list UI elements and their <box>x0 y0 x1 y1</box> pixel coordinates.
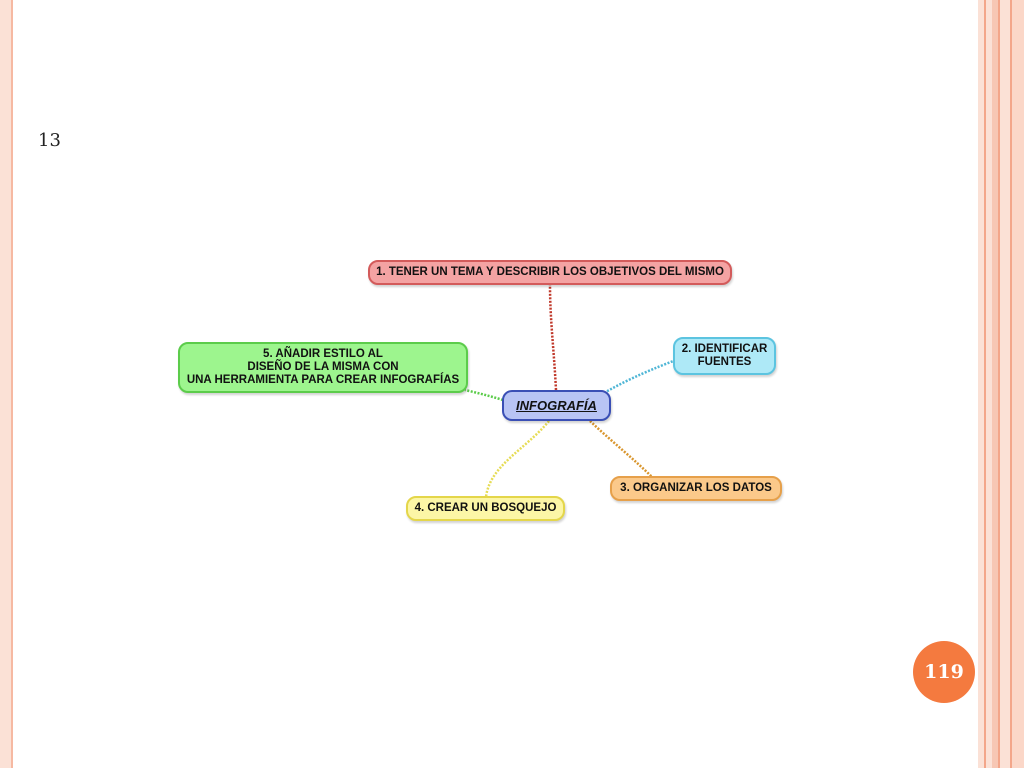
node-anadir-estilo-line-1: 5. AÑADIR ESTILO AL <box>263 348 383 360</box>
node-anadir-estilo-line-2: DISEÑO DE LA MISMA CON <box>247 361 399 373</box>
frame-right-stripe <box>992 0 998 768</box>
frame-right-stripe <box>986 0 992 768</box>
frame-left-stripe <box>0 0 12 768</box>
frame-right-line <box>984 0 986 768</box>
link-n2 <box>603 358 677 395</box>
frame-right-line <box>1010 0 1012 768</box>
frame-right-stripe <box>978 0 984 768</box>
frame-right-stripe <box>1012 0 1024 768</box>
frame-right-stripe <box>1000 0 1010 768</box>
frame-right-line <box>998 0 1000 768</box>
slide-number: 13 <box>38 130 61 151</box>
link-n4 <box>484 420 550 498</box>
link-n3 <box>589 420 653 478</box>
node-identificar-fuentes: 2. IDENTIFICAR FUENTES <box>673 337 776 375</box>
node-tener-tema: 1. TENER UN TEMA Y DESCRIBIR LOS OBJETIV… <box>368 260 732 285</box>
page-number-badge: 119 <box>913 641 975 703</box>
link-n1 <box>548 284 558 391</box>
node-anadir-estilo-line-3: UNA HERRAMIENTA PARA CREAR INFOGRAFÍAS <box>186 374 460 386</box>
frame-left-line <box>11 0 13 768</box>
node-organizar-datos: 3. ORGANIZAR LOS DATOS <box>610 476 782 501</box>
node-anadir-estilo: 5. AÑADIR ESTILO AL DISEÑO DE LA MISMA C… <box>178 342 468 393</box>
link-n5 <box>464 388 504 402</box>
node-center-infografia: INFOGRAFÍA <box>502 390 611 421</box>
node-crear-bosquejo: 4. CREAR UN BOSQUEJO <box>406 496 565 521</box>
